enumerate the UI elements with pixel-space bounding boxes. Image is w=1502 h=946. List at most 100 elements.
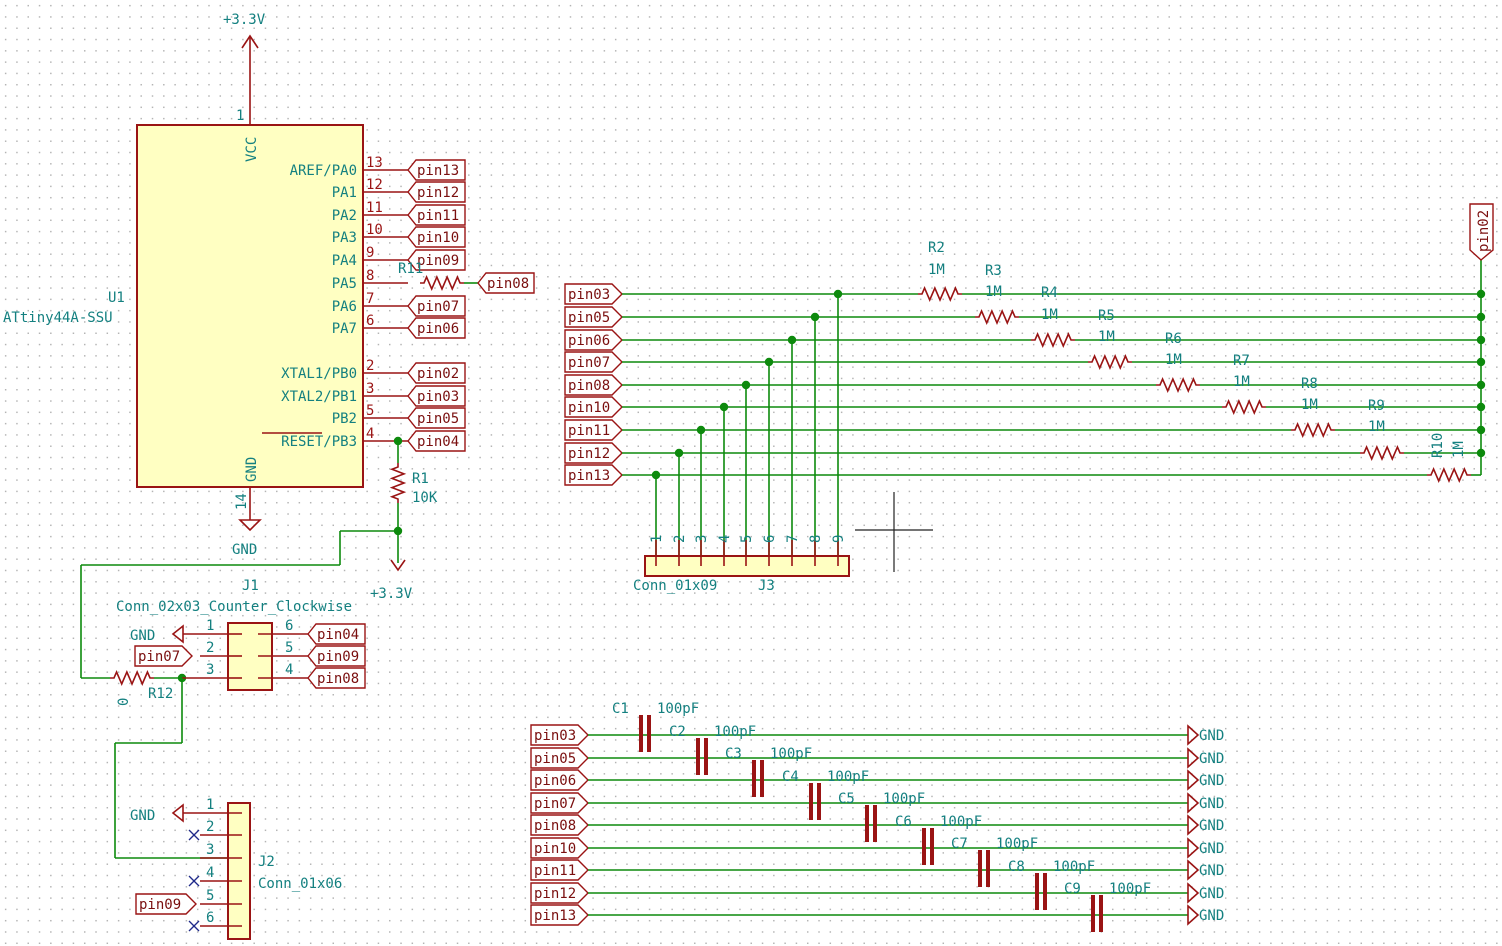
label-text: pin08 [534, 818, 576, 834]
u1-microcontroller[interactable]: +3.3V 1 VCC GND GND 14 U1 ATtiny44A-SSU … [3, 12, 535, 859]
label-text: pin09 [417, 253, 459, 269]
label-shape [407, 362, 466, 384]
u1-net-label: pin06 [407, 317, 466, 339]
cap-gnd-label: GND [1199, 796, 1224, 812]
r12-ref: R12 [148, 686, 173, 702]
label-text: pin08 [317, 671, 359, 687]
j1-net-label: pin09 [307, 645, 366, 667]
cap-ref: C3 [725, 746, 742, 762]
cap-value: 100pF [883, 791, 925, 807]
r1-ref: R1 [412, 471, 429, 487]
r12-value: 0 [116, 698, 132, 706]
cap-value: 100pF [714, 724, 756, 740]
j2-body[interactable] [227, 802, 251, 940]
cap-ref: C7 [951, 836, 968, 852]
label-text: pin03 [417, 389, 459, 405]
u1-net-label: pin07 [407, 295, 466, 317]
cap-net-label: pin03 [530, 724, 589, 746]
r11-ref: R11 [398, 261, 423, 277]
ladder-res-ref: R3 [985, 263, 1002, 279]
label-shape [564, 306, 623, 328]
u1-pin-number: 12 [366, 177, 383, 193]
r11-resistor[interactable]: R11 [398, 261, 423, 277]
cap-ref: C5 [838, 791, 855, 807]
j1-value: Conn_02x03_Counter_Clockwise [116, 599, 352, 615]
cap-gnd-label: GND [1199, 841, 1224, 857]
nc-mark [188, 920, 200, 932]
cap-gnd-label: GND [1199, 728, 1224, 744]
label-shape [407, 385, 466, 407]
label-shape [530, 747, 589, 769]
ladder-left-label: pin12 [564, 442, 623, 464]
gnd-triangle [1187, 814, 1200, 836]
label-text: pin04 [417, 434, 459, 450]
label-shape [530, 859, 589, 881]
label-shape [530, 882, 589, 904]
j2-pin-number: 1 [206, 797, 214, 813]
cap-ref: C4 [782, 769, 799, 785]
ladder-left-label: pin06 [564, 329, 623, 351]
label-text: pin07 [534, 796, 576, 812]
label-shape [477, 272, 535, 294]
u1-net-label: pin05 [407, 407, 466, 429]
j2-pin-number: 2 [206, 819, 214, 835]
ladder-resistor [1031, 331, 1075, 349]
u1-pin-number: 7 [366, 291, 374, 307]
cap-gnd-label: GND [1199, 886, 1224, 902]
gnd-triangle [171, 624, 184, 644]
j3-pin-number: 3 [694, 535, 710, 543]
vcc-top-label: +3.3V [223, 12, 266, 28]
label-shape [564, 442, 623, 464]
pin08-label: pin08 [477, 272, 535, 294]
cap-net-label: pin07 [530, 792, 589, 814]
label-shape [407, 295, 466, 317]
label-text: pin04 [317, 627, 359, 643]
ladder-res-ref: R6 [1165, 331, 1182, 347]
u1-body[interactable] [136, 124, 364, 488]
cap-value: 100pF [1109, 881, 1151, 897]
u1-value: ATtiny44A-SSU [3, 310, 113, 326]
label-text: pin02 [417, 366, 459, 382]
j3-pin-number: 8 [808, 535, 824, 543]
u1-net-label: pin10 [407, 226, 466, 248]
u1-net-label: pin02 [407, 362, 466, 384]
j2-pin09-label: pin09 [135, 893, 197, 915]
label-text: pin13 [568, 468, 610, 484]
pin02-global-label[interactable]: pin02 [1469, 203, 1494, 261]
cap-ref: C2 [669, 724, 686, 740]
cap-net-label: pin11 [530, 859, 589, 881]
label-text: pin06 [534, 773, 576, 789]
u1-net-label: pin11 [407, 204, 466, 226]
label-shape [407, 226, 466, 248]
u1-vcc-pin-number: 1 [236, 108, 244, 124]
label-shape [407, 249, 466, 271]
j2-connector[interactable]: J2 Conn_01x06 [227, 802, 342, 940]
cap-net-label: pin10 [530, 837, 589, 859]
u1-pin-number: 6 [366, 313, 374, 329]
label-shape [564, 283, 623, 305]
label-text: pin10 [568, 400, 610, 416]
u1-pin-number: 10 [366, 222, 383, 238]
u1-pin-name: PA6 [332, 299, 357, 315]
label-text: pin11 [534, 863, 576, 879]
u1-pin-name: PA2 [332, 208, 357, 224]
j3-connector[interactable]: Conn_01x09 J3 [633, 555, 850, 594]
ladder-left-label: pin10 [564, 396, 623, 418]
j1-ref: J1 [242, 578, 259, 594]
nc-mark [188, 829, 200, 841]
j3-body[interactable] [644, 555, 850, 577]
label-shape [564, 374, 623, 396]
label-text: pin12 [568, 446, 610, 462]
ladder-left-label: pin11 [564, 419, 623, 441]
ladder-left-label: pin08 [564, 374, 623, 396]
j2-pin-number: 6 [206, 910, 214, 926]
j1-net-label: pin08 [307, 667, 366, 689]
cap-gnd-label: GND [1199, 908, 1224, 924]
j2-pin-number: 3 [206, 842, 214, 858]
ladder-res-ref: R7 [1233, 353, 1250, 369]
u1-pin-number: 13 [366, 155, 383, 171]
ladder-res-value: 1M [985, 284, 1002, 300]
r1-resistor[interactable]: R1 10K [412, 471, 438, 506]
label-text: pin10 [417, 230, 459, 246]
cap-value: 100pF [940, 814, 982, 830]
